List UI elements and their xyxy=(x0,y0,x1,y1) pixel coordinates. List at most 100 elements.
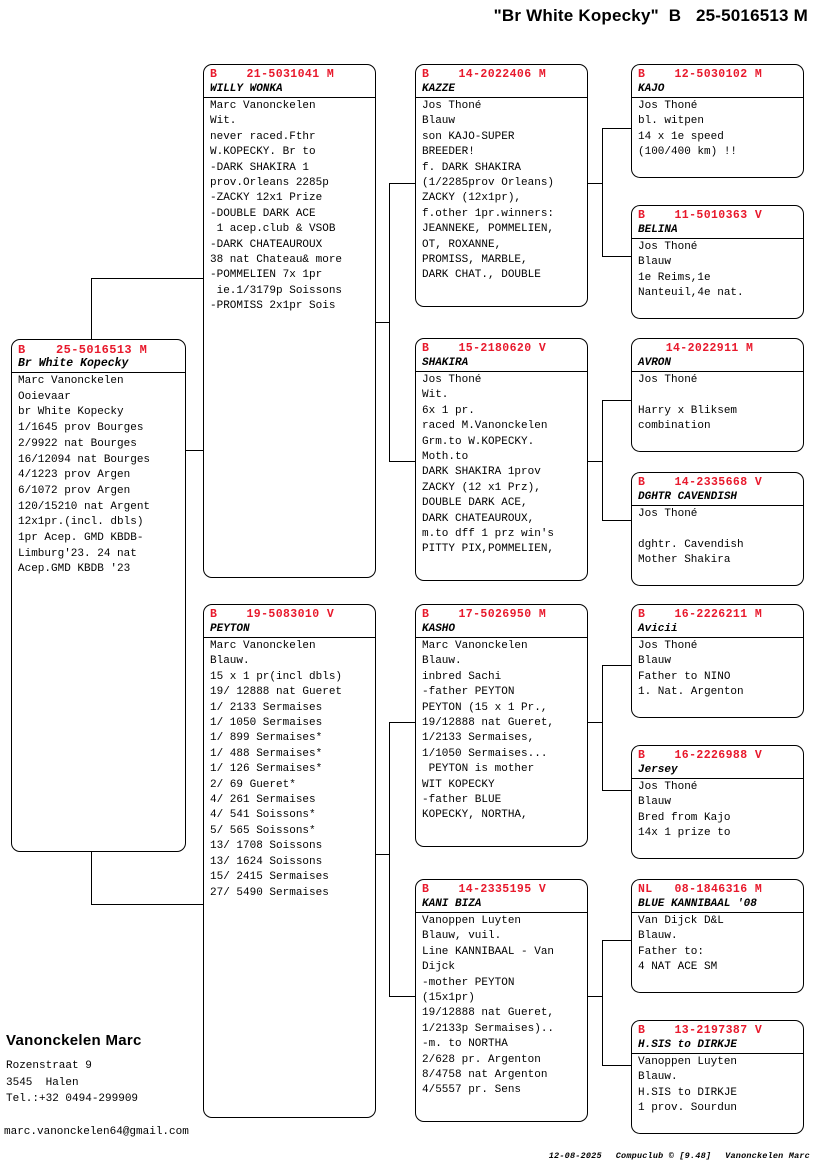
detail-line: -mother PEYTON xyxy=(422,976,515,989)
detail-line: 14 x 1e speed xyxy=(638,130,724,143)
card-header: B 21-5031041 M WILLY WONKA xyxy=(204,65,375,98)
card-header: B 14-2022406 M KAZZE xyxy=(416,65,587,98)
pedigree-card-blue-kannibaal[interactable]: NL 08-1846316 M BLUE KANNIBAAL '08 Van D… xyxy=(631,879,804,993)
detail-line: Marc Vanonckelen xyxy=(422,640,528,652)
pedigree-card-avron[interactable]: 14-2022911 M AVRON Jos Thoné Harry x Bli… xyxy=(631,338,804,452)
card-body: Jos Thoné Wit. 6x 1 pr. raced M.Vanoncke… xyxy=(416,372,587,561)
connector-kanibiza-out xyxy=(588,996,602,997)
card-header: B 11-5010363 V BELINA xyxy=(632,206,803,239)
detail-line: Moth.to xyxy=(422,451,469,464)
detail-line: Blauw xyxy=(422,115,456,128)
detail-line: Blauw xyxy=(638,655,672,668)
detail-line: -father PEYTON xyxy=(422,686,515,699)
detail-line: f. DARK SHAKIRA xyxy=(422,161,522,174)
detail-line: raced M.Vanonckelen xyxy=(422,420,548,433)
connector-mother-vertical xyxy=(389,722,390,996)
detail-line: Wit. xyxy=(210,115,237,128)
pigeon-name: KANI BIZA xyxy=(416,897,587,913)
connector-to-belina xyxy=(602,256,631,257)
connector-to-avicii xyxy=(602,665,631,666)
detail-line: -ZACKY 12x1 Prize xyxy=(210,192,323,205)
card-body: Jos Thoné Blauw Bred from Kajo 14x 1 pri… xyxy=(632,779,803,845)
pedigree-card-hsis-to-dirkje[interactable]: B 13-2197387 V H.SIS to DIRKJE Vanoppen … xyxy=(631,1020,804,1134)
detail-line: 16/12094 nat Bourges xyxy=(18,453,151,466)
detail-line: DOUBLE DARK ACE, xyxy=(422,497,528,510)
ring-number: B 11-5010363 V xyxy=(638,209,763,222)
card-body: Marc Vanonckelen Blauw. 15 x 1 pr(incl d… xyxy=(204,638,375,904)
connector-to-avron xyxy=(602,400,631,401)
detail-line: Van Dijck D&L xyxy=(638,915,724,927)
pedigree-card-mother[interactable]: B 19-5083010 V PEYTON Marc Vanonckelen B… xyxy=(203,604,376,1118)
detail-line: 8/4758 nat Argenton xyxy=(422,1069,548,1082)
connector-kazze-vertical xyxy=(602,128,603,256)
pedigree-card-belina[interactable]: B 11-5010363 V BELINA Jos Thoné Blauw 1e… xyxy=(631,205,804,319)
detail-line: bl. witpen xyxy=(638,115,705,128)
detail-line: -DARK SHAKIRA 1 xyxy=(210,161,310,174)
detail-line xyxy=(638,522,797,537)
detail-line: Blauw xyxy=(638,796,672,809)
pedigree-card-kasho[interactable]: B 17-5026950 M KASHO Marc Vanonckelen Bl… xyxy=(415,604,588,847)
detail-line: son KAJO-SUPER xyxy=(422,130,515,143)
detail-line: 1/ 488 Sermaises* xyxy=(210,747,323,760)
detail-line: Grm.to W.KOPECKY. xyxy=(422,435,535,448)
pedigree-card-avicii[interactable]: B 16-2226211 M Avicii Jos Thoné Blauw Fa… xyxy=(631,604,804,718)
connector-to-kajo xyxy=(602,128,631,129)
connector-to-mother xyxy=(91,904,203,905)
connector-subject-out xyxy=(186,450,204,451)
detail-line: Jos Thoné xyxy=(638,100,698,112)
detail-line: W.KOPECKY. Br to xyxy=(210,146,316,159)
detail-line: Blauw, vuil. xyxy=(422,930,502,943)
pedigree-card-jersey[interactable]: B 16-2226988 V Jersey Jos Thoné Blauw Br… xyxy=(631,745,804,859)
connector-to-hsisdirkje xyxy=(602,1065,631,1066)
detail-line: 1/1645 prov Bourges xyxy=(18,422,144,435)
card-header: B 19-5083010 V PEYTON xyxy=(204,605,375,638)
connector-father-vertical xyxy=(389,183,390,461)
detail-line: 4/ 541 Soissons* xyxy=(210,809,316,822)
pedigree-card-kazze[interactable]: B 14-2022406 M KAZZE Jos Thoné Blauw son… xyxy=(415,64,588,307)
footer-licensee: Vanonckelen Marc xyxy=(725,1151,810,1161)
detail-line: Blauw. xyxy=(422,655,462,668)
detail-line: KOPECKY, NORTHA, xyxy=(422,809,528,822)
pedigree-card-kani-biza[interactable]: B 14-2335195 V KANI BIZA Vanoppen Luyten… xyxy=(415,879,588,1122)
ring-number: B 25-5016513 M xyxy=(18,343,148,357)
detail-line: DARK CHATEAUROUX, xyxy=(422,512,535,525)
detail-line: JEANNEKE, POMMELIEN, xyxy=(422,223,555,236)
pigeon-name: AVRON xyxy=(632,356,803,372)
pedigree-card-shakira[interactable]: B 15-2180620 V SHAKIRA Jos Thoné Wit. 6x… xyxy=(415,338,588,581)
pigeon-name: DGHTR CAVENDISH xyxy=(632,490,803,506)
detail-line: -PROMISS 2x1pr Sois xyxy=(210,300,336,313)
detail-line: Wit. xyxy=(422,389,449,402)
detail-line: 4/ 261 Sermaises xyxy=(210,794,316,807)
owner-email: marc.vanonckelen64@gmail.com xyxy=(4,1126,189,1138)
ring-number: 14-2022911 M xyxy=(665,342,754,355)
pedigree-card-dghtr-cavendish[interactable]: B 14-2335668 V DGHTR CAVENDISH Jos Thoné… xyxy=(631,472,804,586)
pedigree-card-father[interactable]: B 21-5031041 M WILLY WONKA Marc Vanoncke… xyxy=(203,64,376,578)
detail-line: 1pr Acep. GMD KBDB- xyxy=(18,532,144,545)
detail-line: -m. to NORTHA xyxy=(422,1038,508,1051)
detail-line: 1/1050 Sermaises... xyxy=(422,747,548,760)
detail-line: 38 nat Chateau& more xyxy=(210,254,343,267)
detail-line: PEYTON (15 x 1 Pr., xyxy=(422,701,548,714)
detail-line: 120/15210 nat Argent xyxy=(18,500,151,513)
detail-line: (100/400 km) !! xyxy=(638,146,738,159)
pigeon-name: KAZZE xyxy=(416,82,587,98)
connector-to-shakira xyxy=(389,461,415,462)
detail-line: 1 acep.club & VSOB xyxy=(210,223,336,236)
detail-line: DARK CHAT., DOUBLE xyxy=(422,269,541,282)
detail-line: Blauw xyxy=(638,256,672,269)
detail-line: -father BLUE xyxy=(422,794,502,807)
pedigree-card-kajo[interactable]: B 12-5030102 M KAJO Jos Thoné bl. witpen… xyxy=(631,64,804,178)
page-title: "Br White Kopecky" B 25-5016513 M xyxy=(493,6,808,25)
detail-line: 19/12888 nat Gueret, xyxy=(422,1007,555,1020)
pigeon-name: KAJO xyxy=(632,82,803,98)
detail-line: m.to dff 1 prz win's xyxy=(422,528,555,541)
card-body: Van Dijck D&L Blauw. Father to: 4 NAT AC… xyxy=(632,913,803,979)
pigeon-name: Jersey xyxy=(632,763,803,779)
detail-line: Nanteuil,4e nat. xyxy=(638,287,744,300)
detail-line: DARK SHAKIRA 1prov xyxy=(422,466,541,479)
detail-line: Bred from Kajo xyxy=(638,811,731,824)
connector-kazze-out xyxy=(588,183,602,184)
detail-line: Jos Thoné xyxy=(638,640,698,652)
detail-line: OT, ROXANNE, xyxy=(422,238,502,251)
pedigree-card-subject[interactable]: B 25-5016513 M Br White Kopecky Marc Van… xyxy=(11,339,186,852)
